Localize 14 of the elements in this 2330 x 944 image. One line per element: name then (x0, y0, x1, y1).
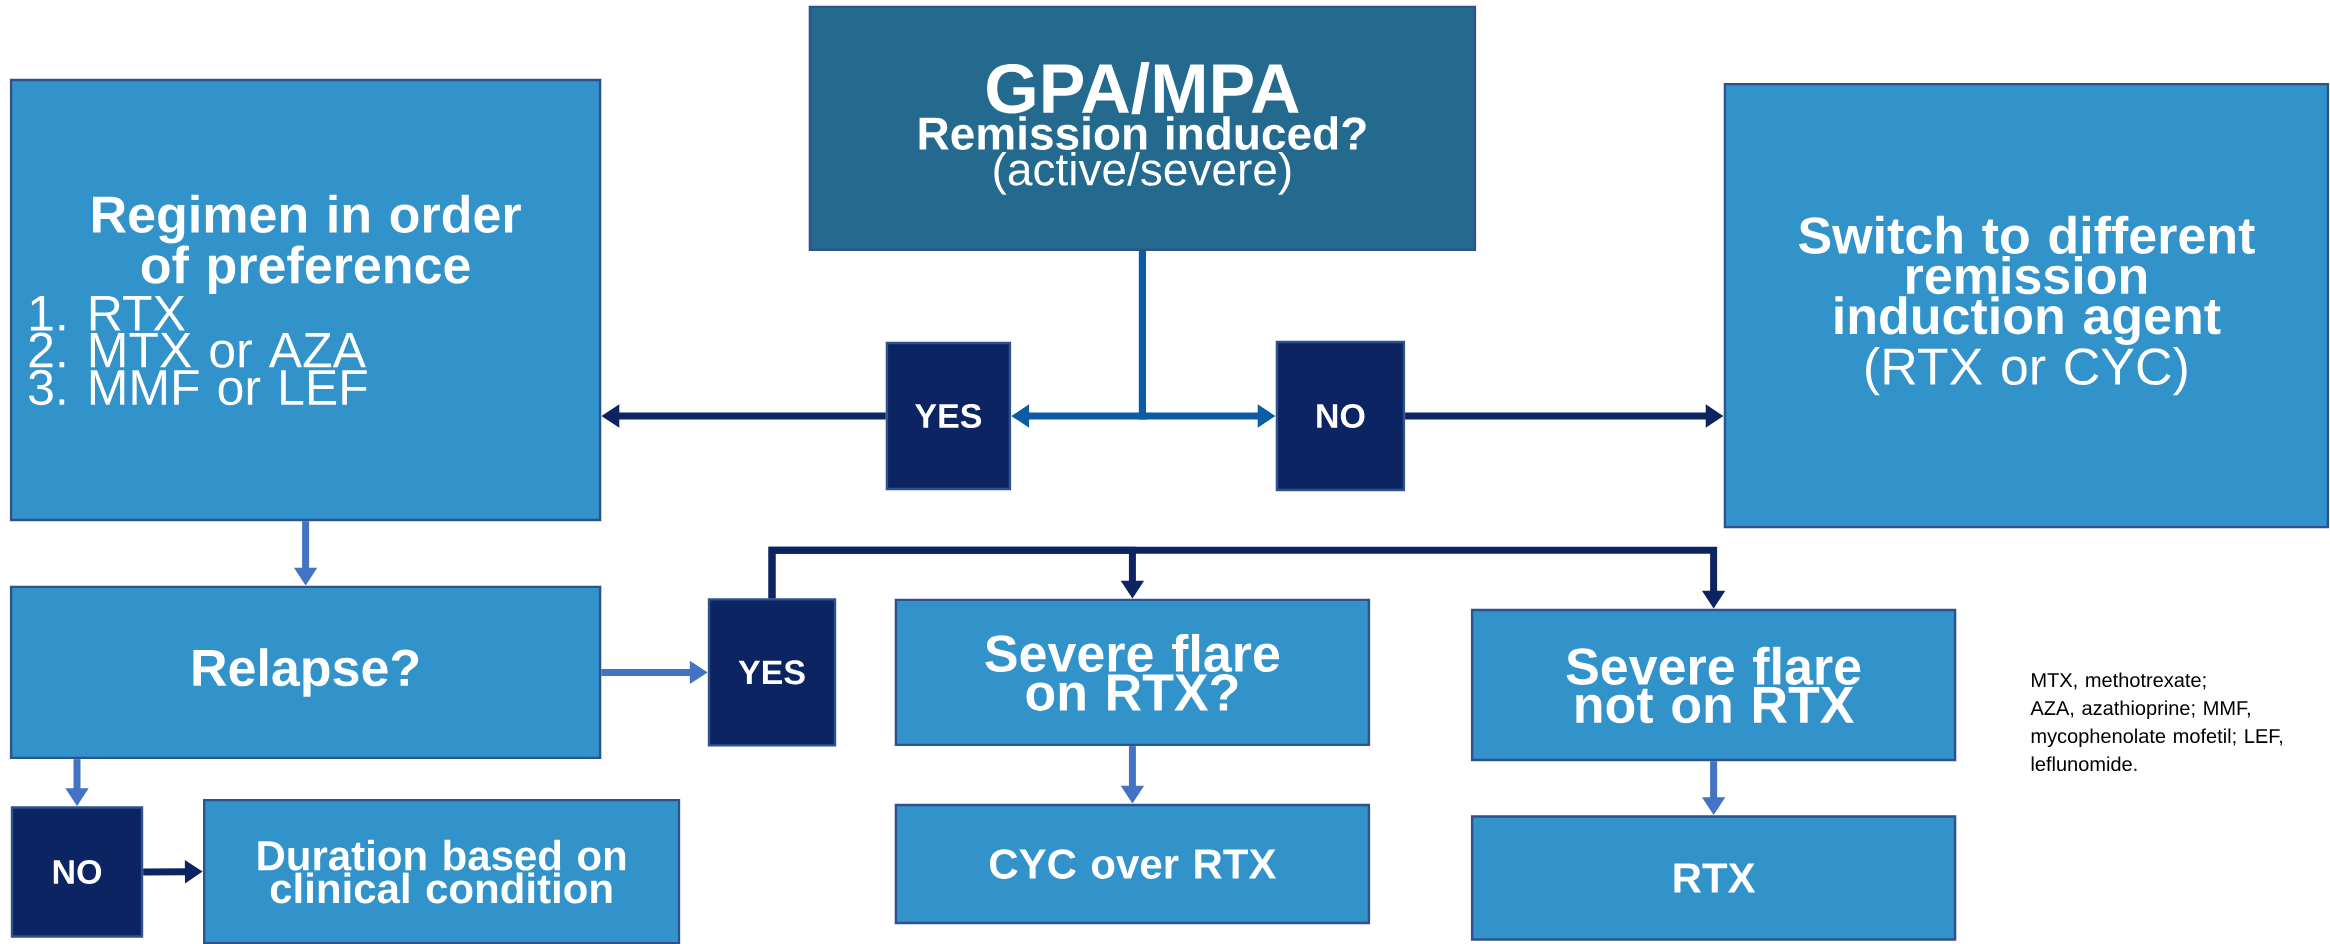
answer-box: NO (1275, 340, 1406, 492)
answer-box: YES (707, 598, 837, 747)
decision-box: GPA/MPA Remission induced? (active/severe) (808, 5, 1477, 252)
decision-box: Severe flare on RTX? (894, 598, 1371, 747)
decision-box: Severe flare not on RTX (1470, 608, 1957, 762)
process-box: Duration based on clinical condition (202, 798, 681, 944)
answer-box: YES (885, 341, 1012, 491)
answer-box: NO (10, 806, 144, 938)
process-box: Regimen in order of preference 1. RTX 2. MTX or AZA 3. MMF or LEF (9, 78, 602, 522)
decision-box: Relapse? (9, 585, 602, 760)
process-box: Switch to different remission induction agent (RTX or CYC) (1723, 82, 2330, 529)
process-box: RTX (1470, 815, 1957, 941)
footnote-text: MTX, methotrexate; AZA, azathioprine; MMF, mycophenolate mofetil; LEF, leflunomide. (2030, 672, 2283, 772)
process-box: CYC over RTX (894, 803, 1371, 925)
